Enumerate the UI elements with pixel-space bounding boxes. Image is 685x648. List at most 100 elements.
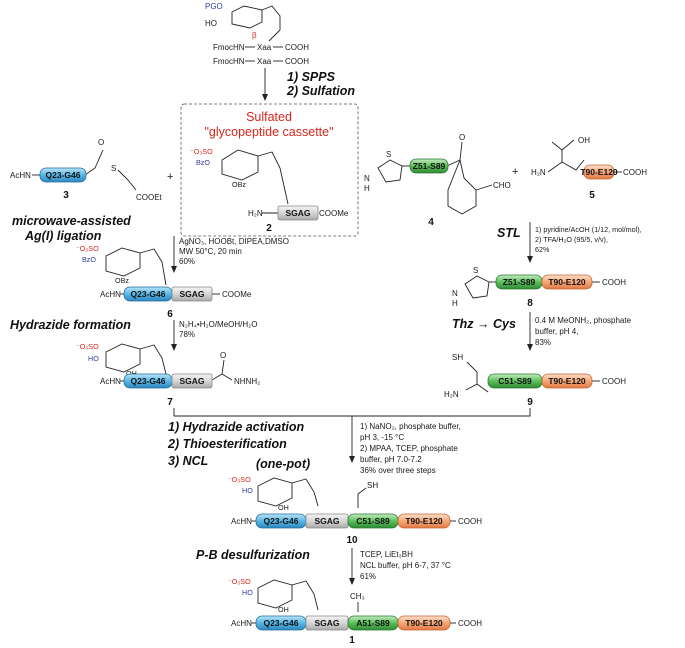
step-sulfation: 2) Sulfation <box>286 84 355 98</box>
coome-6: COOMe <box>222 290 252 299</box>
pill-sgag-1: SGAG <box>305 615 349 631</box>
hydrazide-cond-1: 78% <box>179 330 195 339</box>
oh-1: OH <box>278 605 289 614</box>
compound-1-number: 1 <box>349 635 355 646</box>
pill-c51-10-label: C51-S89 <box>356 516 390 526</box>
desulf-cond-1: NCL buffer, pH 6-7, 37 °C <box>360 561 451 570</box>
pill-t90-5: T90-E120 <box>580 164 618 180</box>
achn-10: AcHN <box>231 517 252 526</box>
pill-sgag-7-shape <box>171 373 213 389</box>
desulf-cond-0: TCEP, LiEt₃BH <box>360 550 413 559</box>
compound-8-structure <box>464 275 600 299</box>
step-ligation-2: Ag(I) ligation <box>24 229 102 243</box>
achn-7: AcHN <box>100 377 121 386</box>
achn-6: AcHN <box>100 290 121 299</box>
ligation-cond-2: 60% <box>179 257 195 266</box>
plus-sign-1: + <box>167 171 173 183</box>
step-onepot-tag: (one-pot) <box>256 457 310 471</box>
oh-7: OH <box>126 369 137 378</box>
thz-cond-0: 0.4 M MeONH₂, phosphate <box>535 316 632 325</box>
pill-sgag-7-label: SGAG <box>179 376 204 386</box>
o-label-3: O <box>98 138 104 147</box>
pill-t90-1: T90-E120 <box>397 615 451 631</box>
compound-8-number: 8 <box>527 298 533 309</box>
pill-sgag-10-label: SGAG <box>314 516 339 526</box>
s-label-3: S <box>111 164 116 173</box>
pill-t90-9-label: T90-E120 <box>548 376 586 386</box>
pill-q23-10: Q23-G46 <box>255 513 307 529</box>
o-label-7: O <box>220 351 226 360</box>
step-onepot-1: 1) Hydrazide activation <box>168 420 305 434</box>
s-label-4: S <box>386 150 391 159</box>
pill-q23-7-label: Q23-G46 <box>131 376 166 386</box>
onepot-cond-3: buffer, pH 7.0-7.2 <box>360 455 422 464</box>
pill-sgag-6-shape <box>171 286 213 302</box>
cassette-structure: ⁻O₃SO BzO OBz H₂N COOMe <box>190 147 349 218</box>
compound-5-number: 5 <box>589 190 595 201</box>
step-stl: STL <box>497 226 521 240</box>
step-onepot-3: 3) NCL <box>168 454 208 468</box>
sulfate-7: ⁻O₃SO <box>76 342 99 351</box>
h2n-label-9: H₂N <box>444 390 459 399</box>
pill-sgag-2-shape <box>277 205 319 221</box>
thz-cond-2: 83% <box>535 338 551 347</box>
pill-q23-7: Q23-G46 <box>123 373 173 389</box>
stl-cond-1: 2) TFA/H₂O (95/5, v/v), <box>535 235 608 244</box>
pill-c51-10: C51-S89 <box>347 513 399 529</box>
cooh-label-2: COOH <box>285 57 309 66</box>
compound-10-sugar <box>257 477 367 508</box>
pill-z51-8: Z51-S89 <box>495 274 543 290</box>
obz-label: OBz <box>232 180 246 189</box>
sulfate-6: ⁻O₃SO <box>76 244 99 253</box>
pill-q23-6-label: Q23-G46 <box>131 289 166 299</box>
fmochn-label-2: FmocHN <box>213 57 245 66</box>
n-label-8: N <box>452 289 458 298</box>
h-label-8: H <box>452 299 458 308</box>
n-label-4: N <box>364 174 370 183</box>
compound-9-number: 9 <box>527 397 533 408</box>
cassette-title-1: Sulfated <box>246 110 292 124</box>
pill-t90-1-label: T90-E120 <box>405 618 443 628</box>
pill-q23-1: Q23-G46 <box>255 615 307 631</box>
ligation-cond-1: MW 50°C, 20 min <box>179 247 242 256</box>
pill-z51-4: Z51-S89 <box>409 158 449 174</box>
step-hydrazide: Hydrazide formation <box>10 318 131 332</box>
coome-label-2: COOMe <box>319 209 349 218</box>
oh-label-5: OH <box>578 136 590 145</box>
achn-1: AcHN <box>231 619 252 628</box>
pill-t90-1-shape <box>397 615 451 631</box>
pill-t90-5-label: T90-E120 <box>580 167 618 177</box>
sulfate-10: ⁻O₃SO <box>228 475 251 484</box>
pill-t90-8: T90-E120 <box>541 274 593 290</box>
pill-q23-1-label: Q23-G46 <box>264 618 299 628</box>
cooh-label-1: COOH <box>285 43 309 52</box>
hydrazide-cond-0: N₂H₄•H₂O/MeOH/H₂O <box>179 320 258 329</box>
pill-t90-9: T90-E120 <box>541 373 593 389</box>
pill-c51-9: C51-S89 <box>487 373 543 389</box>
compound-3-number: 3 <box>63 190 69 201</box>
oh-10: OH <box>278 503 289 512</box>
ho-7: HO <box>88 354 99 363</box>
sulfate-label: ⁻O₃SO <box>190 147 213 156</box>
s-label-8: S <box>473 266 478 275</box>
pill-q23-3-label: Q23-G46 <box>46 170 81 180</box>
stl-cond-0: 1) pyridine/AcOH (1/12, mol/mol), <box>535 225 642 234</box>
sh-label-10: SH <box>367 481 378 490</box>
cooh-label-9: COOH <box>602 377 626 386</box>
h2n-label: H₂N <box>248 209 263 218</box>
cooh-label-1: COOH <box>458 619 482 628</box>
step-spps: 1) SPPS <box>287 70 336 84</box>
bracket-7-9 <box>173 408 531 417</box>
beta-label: β <box>252 31 257 40</box>
compound-7-sugar <box>105 343 233 381</box>
h2n-label-5: H₂N <box>531 168 546 177</box>
ligation-cond-0: AgNO₃, HOOBt, DIPEA,DMSO <box>179 237 289 246</box>
pill-t90-5-shape <box>583 164 615 180</box>
pill-c51-9-label: C51-S89 <box>498 376 532 386</box>
pill-z51-4-label: Z51-S89 <box>413 161 446 171</box>
pill-q23-10-label: Q23-G46 <box>264 516 299 526</box>
pill-t90-8-label: T90-E120 <box>548 277 586 287</box>
obz-6: OBz <box>115 276 129 285</box>
glyco-amino-acid: PGO HO β FmocHN Xaa COOH FmocHN Xaa COOH <box>205 2 309 66</box>
